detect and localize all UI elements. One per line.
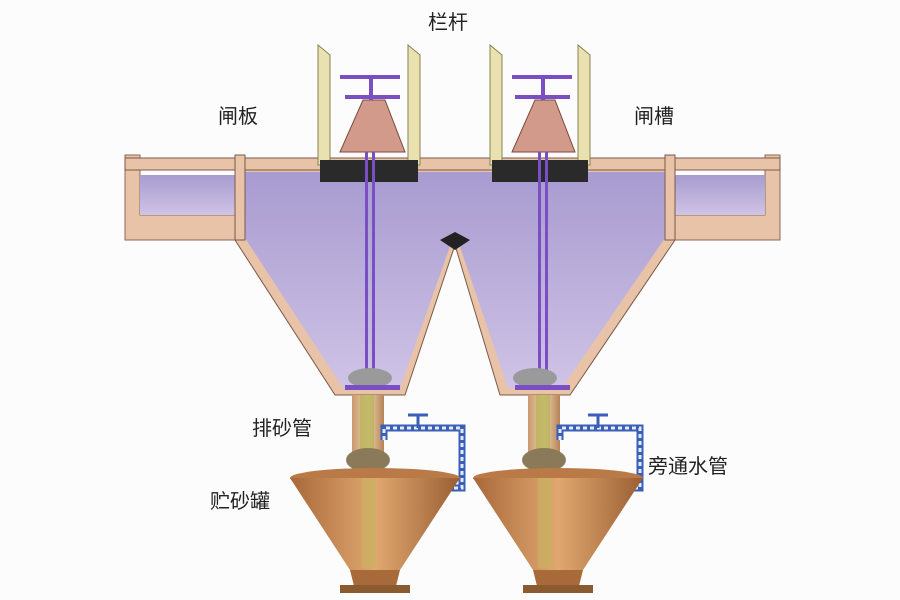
left-wall — [234, 154, 246, 241]
sand-discharge-pipe-right — [522, 395, 566, 475]
top-beam — [124, 157, 781, 171]
gate-slot — [320, 160, 418, 182]
grit-chamber-hopper — [234, 159, 676, 396]
label-railing: 栏杆 — [428, 10, 468, 34]
gate-rod — [365, 152, 368, 387]
grit-right — [513, 368, 557, 388]
gate-plate — [339, 99, 406, 153]
right-outlet-channel — [664, 154, 781, 241]
railing-left-post — [317, 43, 331, 166]
label-sand-tank: 贮砂罐 — [210, 489, 270, 513]
sand-tank-left — [290, 468, 460, 593]
label-gate-plate: 闸板 — [218, 104, 258, 128]
grit-left — [348, 368, 392, 388]
label-sand-pipe: 排砂管 — [252, 416, 312, 440]
sand-discharge-pipe-left — [346, 395, 390, 475]
left-inlet-channel — [124, 154, 236, 241]
left-gate — [317, 43, 421, 387]
label-bypass-pipe: 旁通水管 — [648, 454, 728, 478]
label-gate-slot: 闸槽 — [634, 104, 674, 128]
right-wall — [664, 154, 676, 241]
sand-tank-right — [473, 468, 643, 593]
right-gate — [489, 43, 591, 387]
